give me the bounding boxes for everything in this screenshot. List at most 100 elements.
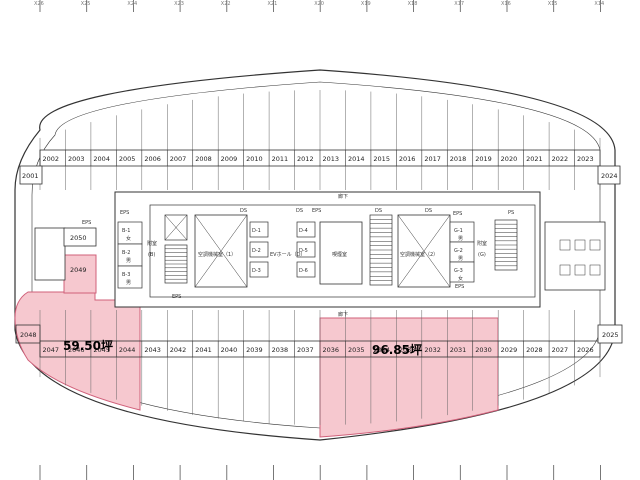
end-room-left-top-label: 2001	[22, 172, 39, 180]
top-room-number: 2015	[373, 155, 390, 163]
bottom-room-number: 2029	[501, 346, 518, 354]
bottom-room-number: 2032	[424, 346, 441, 354]
left-core-block	[34, 227, 66, 281]
b3-room	[117, 265, 143, 289]
d5-label: D-5	[299, 248, 308, 254]
left-eps-label: EPS	[82, 220, 91, 226]
bottom-room-number: 2031	[450, 346, 467, 354]
top-room-number: 2023	[577, 155, 594, 163]
bottom-room-number: 2042	[170, 346, 187, 354]
top-room-number: 2008	[195, 155, 212, 163]
smoking-room-label: 喫煙室	[332, 251, 347, 258]
column-label: X23	[174, 1, 184, 7]
top-room-number: 2003	[68, 155, 85, 163]
ac-room-1-label: 空調機械室（1）	[198, 251, 236, 258]
top-room-number: 2016	[399, 155, 416, 163]
bottom-room-number: 2036	[323, 346, 340, 354]
bottom-room-number: 2033	[399, 346, 416, 354]
room-2050-box	[63, 227, 97, 247]
g-group-label: (G)	[478, 252, 486, 258]
d4-label: D-4	[299, 228, 308, 234]
eps-label-bottom-left: EPS	[172, 294, 181, 300]
end-room-left-bottom	[15, 324, 41, 344]
b3-men-label: 男	[126, 280, 131, 286]
eps-label-core-top-left: EPS	[120, 210, 129, 216]
d2-label: D-2	[252, 248, 261, 254]
bottom-room-number: 2035	[348, 346, 365, 354]
bottom-room-number: 2034	[373, 346, 390, 354]
ds-label-4: DS	[425, 208, 432, 214]
d-elevators	[249, 221, 316, 278]
top-room-number: 2007	[170, 155, 187, 163]
ac-room-2-label: 空調機械室（2）	[400, 251, 438, 258]
corridor-label-top: 廊下	[338, 193, 348, 200]
available-space-left-area: 59.50坪	[63, 339, 113, 353]
d6-label: D-6	[299, 268, 308, 274]
available-space-right-area: 96.85坪	[372, 343, 422, 357]
misc-room-b-label: 附室	[147, 240, 157, 247]
column-label: X14	[594, 1, 604, 7]
bottom-room-number: 2043	[144, 346, 161, 354]
bottom-room-number: 2028	[526, 346, 543, 354]
available-space-right[interactable]	[319, 317, 499, 438]
end-room-right-bottom	[597, 324, 623, 344]
d3-label: D-3	[252, 268, 261, 274]
corridor-label-bottom: 廊下	[338, 311, 348, 318]
top-room-number: 2010	[246, 155, 263, 163]
top-room-number: 2006	[144, 155, 161, 163]
column-label: X16	[501, 1, 511, 7]
ds-label-3: DS	[375, 208, 382, 214]
eps-label-bottom-right: EPS	[455, 284, 464, 290]
bottom-room-number: 2026	[577, 346, 594, 354]
top-room-number: 2011	[272, 155, 289, 163]
column-label: X15	[548, 1, 558, 7]
ev-hall-label: EVホール（D）	[270, 252, 305, 258]
bottom-room-number: 2039	[246, 346, 263, 354]
top-room-number: 2017	[424, 155, 441, 163]
column-label: X26	[34, 1, 44, 7]
top-room-number: 2005	[119, 155, 136, 163]
column-label: X22	[221, 1, 231, 7]
column-label: X20	[314, 1, 324, 7]
available-space-left-core[interactable]	[63, 254, 97, 294]
g1-label: G-1	[454, 228, 463, 234]
office-partition-lines	[39, 90, 601, 425]
top-room-number: 2018	[450, 155, 467, 163]
column-grid	[39, 0, 601, 480]
top-room-number: 2021	[526, 155, 543, 163]
bottom-room-number: 2037	[297, 346, 314, 354]
eps-label-right: EPS	[453, 211, 462, 217]
top-room-number: 2009	[221, 155, 238, 163]
column-label: X17	[454, 1, 464, 7]
stairs-right-treads	[495, 223, 517, 267]
smoking-room	[319, 221, 363, 285]
ds-label-1: DS	[240, 208, 247, 214]
ds-label-2: DS	[296, 208, 303, 214]
available-space-left[interactable]	[14, 291, 141, 411]
g3-room	[449, 261, 475, 283]
bottom-room-number: 2040	[221, 346, 238, 354]
room-2050-label: 2050	[70, 234, 87, 242]
top-room-number: 2004	[93, 155, 110, 163]
bottom-room-number: 2027	[552, 346, 569, 354]
top-room-number: 2020	[501, 155, 518, 163]
stairs-left-treads	[165, 248, 187, 280]
b1-label: B-1	[122, 228, 130, 234]
g2-label: G-2	[454, 248, 463, 254]
end-room-right-top	[597, 165, 621, 185]
column-label: X19	[361, 1, 371, 7]
column-label: X24	[127, 1, 137, 7]
room-2049-label: 2049	[70, 266, 87, 274]
g2-men-label: 男	[458, 256, 463, 262]
bottom-room-number: 2030	[475, 346, 492, 354]
right-core-fixtures	[559, 239, 601, 276]
end-room-right-bottom-label: 2025	[602, 331, 619, 339]
b1-women-label: 女	[126, 235, 131, 242]
b3-label: B-3	[122, 272, 130, 278]
eps-label-center: EPS	[312, 208, 321, 214]
b2-men-label: 男	[126, 258, 131, 264]
